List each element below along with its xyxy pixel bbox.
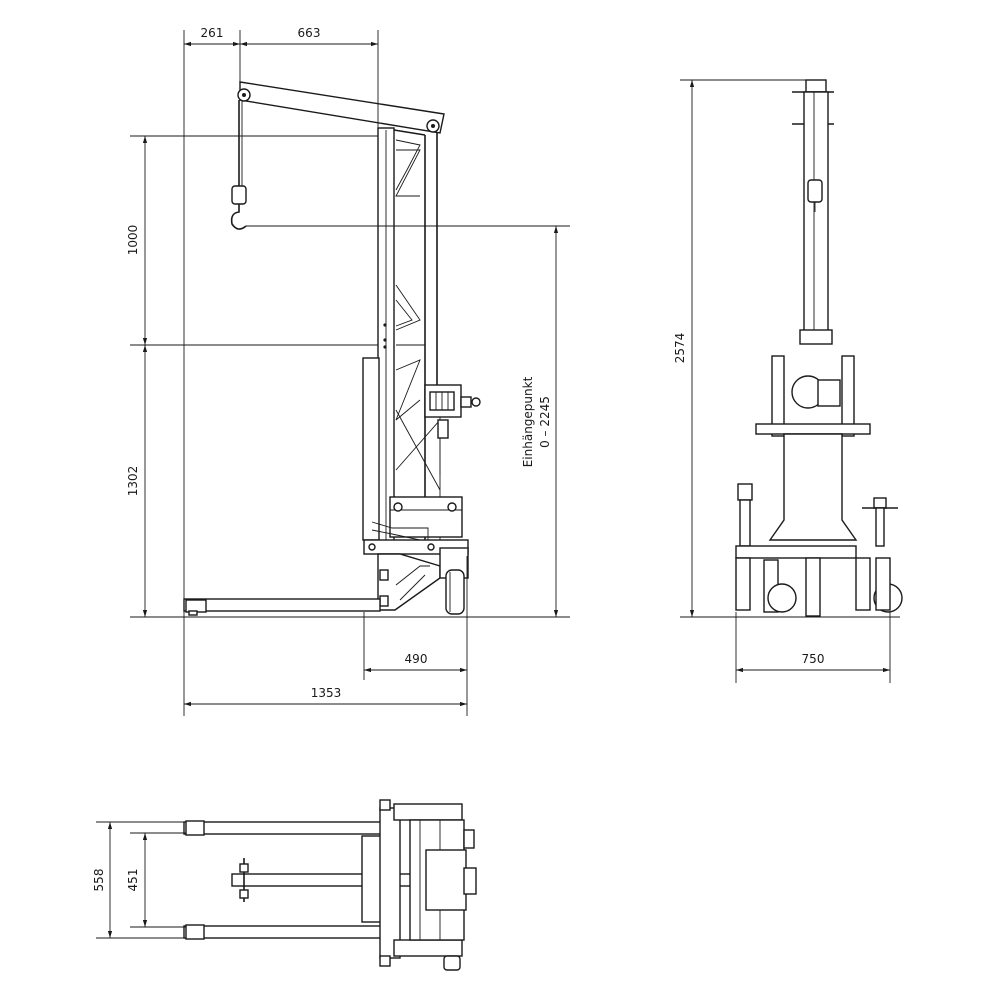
crane-hook xyxy=(230,204,247,230)
front-hook-block xyxy=(807,179,823,203)
top-view-dimensions: 558 451 xyxy=(92,821,186,939)
hook-block xyxy=(231,185,247,205)
front-body xyxy=(768,433,858,541)
dim-inner-width: 451 xyxy=(126,869,140,892)
boom-arm xyxy=(239,81,445,134)
front-left-post-cap xyxy=(737,483,753,501)
top-leg-lower xyxy=(183,925,395,939)
dim-top-offset: 261 xyxy=(201,26,224,40)
side-bracket xyxy=(362,357,380,541)
dim-boom-step: 1000 xyxy=(126,225,140,256)
top-frame-left xyxy=(379,807,401,959)
front-wheel xyxy=(188,610,198,616)
dim-hook-range-value: 0 – 2245 xyxy=(538,396,552,448)
dim-total-length: 1353 xyxy=(311,686,342,700)
dim-base-depth: 490 xyxy=(405,652,428,666)
front-leg-end xyxy=(185,599,207,613)
dim-width: 750 xyxy=(802,652,825,666)
front-leg xyxy=(183,598,381,612)
dim-outer-width: 558 xyxy=(92,869,106,892)
side-view xyxy=(130,81,570,618)
front-frame-right xyxy=(841,355,855,437)
dim-boom-reach: 663 xyxy=(298,26,321,40)
mast-lattice xyxy=(393,129,441,550)
front-frame-left xyxy=(771,355,785,437)
top-leg-upper xyxy=(183,821,395,835)
side-view-labels: 261 663 1000 1302 Einhängepunkt 0 – 2245… xyxy=(126,26,552,700)
front-center-leg xyxy=(805,557,821,617)
dim-hook-range-label: Einhängepunkt xyxy=(521,376,535,467)
winch xyxy=(424,384,481,439)
front-base xyxy=(735,545,857,559)
front-right-post xyxy=(875,507,885,547)
dim-total-height: 2574 xyxy=(673,333,687,364)
front-left-wheel xyxy=(767,583,797,613)
dim-lower-height: 1302 xyxy=(126,466,140,497)
front-view xyxy=(730,79,903,618)
rear-wheel xyxy=(445,569,465,615)
mast-top-cap xyxy=(805,79,827,93)
front-mast xyxy=(803,91,829,343)
front-left-post xyxy=(739,499,751,547)
side-view-dimensions xyxy=(130,30,570,716)
top-frame-upper xyxy=(393,803,463,821)
front-left-leg xyxy=(735,557,751,611)
front-view-dimensions: 2574 750 xyxy=(673,79,891,683)
front-cross-bar xyxy=(755,423,871,435)
top-frame-lower xyxy=(393,939,463,957)
top-view xyxy=(183,799,477,971)
